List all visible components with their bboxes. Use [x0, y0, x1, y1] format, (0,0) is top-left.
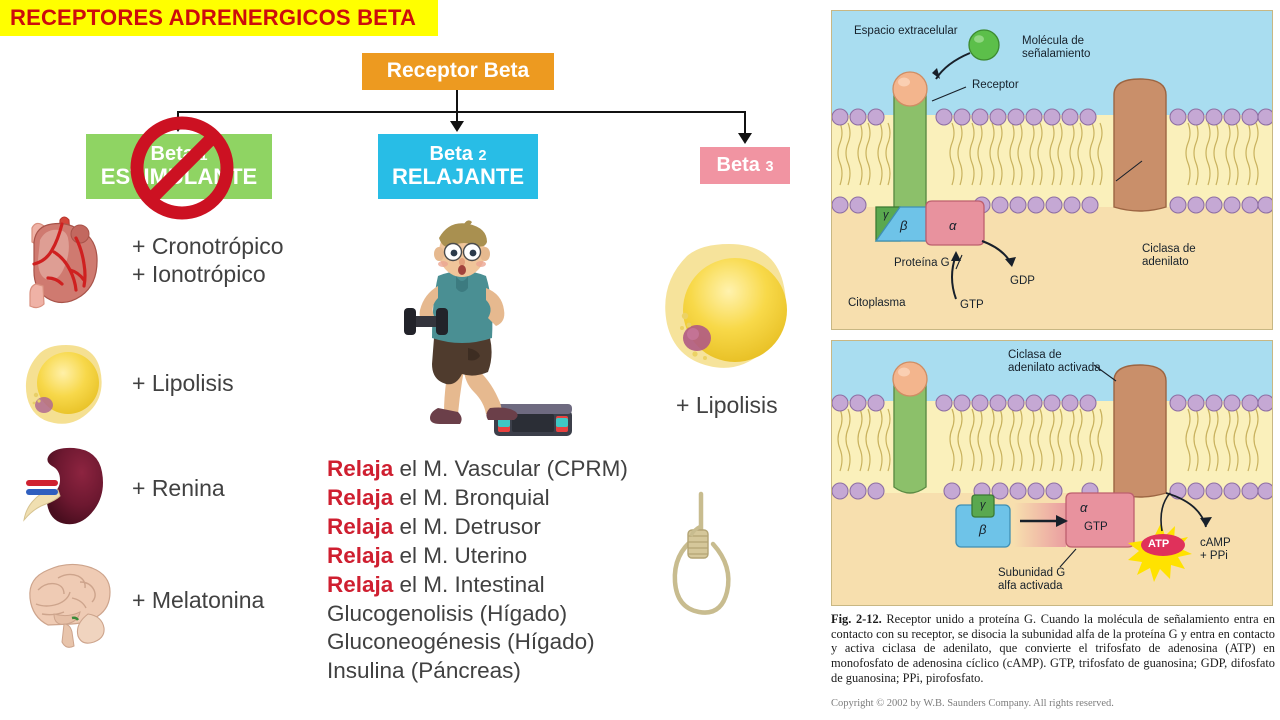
- list-item-text: el M. Uterino: [393, 542, 528, 568]
- beta3-effect-label: + Lipolisis: [676, 392, 778, 418]
- list-item-text: el M. Bronquial: [393, 484, 550, 510]
- effect-row-heart: + Cronotrópico + Ionotrópico: [14, 212, 284, 309]
- connector-horizontal-bus: [178, 111, 746, 113]
- list-item-keyword: Relaja: [327, 542, 394, 568]
- flow-node-beta2[interactable]: Beta 2 RELAJANTE: [378, 134, 538, 199]
- list-item: Relaja el M. Detrusor: [327, 513, 657, 542]
- list-item: Relaja el M. Bronquial: [327, 484, 657, 513]
- figure-label-alpha-subunit: α: [1080, 500, 1088, 515]
- list-item-keyword: Relaja: [327, 513, 394, 539]
- figure-panel-top: Espacio extracelular Molécula de señalam…: [831, 10, 1273, 330]
- textbook-figure: Espacio extracelular Molécula de señalam…: [827, 4, 1279, 718]
- figure-label-gtp: GTP: [960, 299, 984, 311]
- figure-label-beta-subunit: β: [979, 522, 987, 537]
- list-item: Glucogenolisis (Hígado): [327, 600, 657, 629]
- effect-row-fat-cell: + Lipolisis: [14, 335, 234, 431]
- noose-icon: [655, 491, 747, 620]
- list-item: Relaja el M. Uterino: [327, 542, 657, 571]
- figure-label-adenylate-cyclase-active: Ciclasa de adenilato activada: [1008, 349, 1101, 375]
- figure-label-g-alpha-activated: Subunidad G alfa activada: [998, 567, 1066, 593]
- effect-row-brain: + Melatonina: [14, 552, 264, 648]
- prohibition-no-entry-icon: [130, 116, 234, 220]
- flow-node-beta2-line1: Beta 2: [429, 143, 487, 166]
- slide-title-banner: RECEPTORES ADRENERGICOS BETA: [0, 0, 438, 36]
- beta2-effects-list: Relaja el M. Vascular (CPRM) Relaja el M…: [327, 455, 657, 686]
- effect-row-kidney: + Renina: [14, 440, 225, 536]
- figure-label-extracellular: Espacio extracelular: [854, 25, 958, 37]
- list-item: Insulina (Páncreas): [327, 657, 657, 686]
- figure-label-camp: cAMP + PPi: [1200, 537, 1231, 563]
- list-item-text: Gluconeogénesis (Hígado): [327, 629, 595, 655]
- effect-row-heart-labels: + Cronotrópico + Ionotrópico: [118, 232, 284, 288]
- flow-node-beta3[interactable]: Beta 3: [700, 147, 790, 184]
- list-item-text: el M. Intestinal: [393, 571, 545, 597]
- figure-label-alpha-subunit: α: [949, 218, 957, 233]
- kidney-organ-icon: [14, 440, 118, 536]
- list-item: Relaja el M. Intestinal: [327, 571, 657, 600]
- fat-cell-icon: [655, 238, 807, 390]
- effect-label: + Ionotrópico: [132, 261, 266, 287]
- list-item-keyword: Relaja: [327, 484, 394, 510]
- effect-label: + Cronotrópico: [132, 232, 284, 259]
- figure-label-cytoplasm: Citoplasma: [848, 297, 906, 309]
- figure-label-receptor: Receptor: [972, 79, 1019, 91]
- page-title: RECEPTORES ADRENERGICOS BETA: [10, 5, 417, 30]
- flow-node-beta3-line1: Beta 3: [716, 154, 774, 176]
- list-item-text: Glucogenolisis (Hígado): [327, 600, 568, 626]
- figure-label-signal-molecule: Molécula de señalamiento: [1022, 35, 1091, 61]
- list-item-text: Insulina (Páncreas): [327, 658, 521, 684]
- figure-label-gdp: GDP: [1010, 275, 1035, 287]
- list-item: Gluconeogénesis (Hígado): [327, 628, 657, 657]
- effect-row-kidney-labels: + Renina: [118, 474, 225, 502]
- figure-label-gamma-subunit: γ: [980, 499, 986, 511]
- connector-root-vertical: [456, 90, 458, 112]
- figure-copyright: Copyright © 2002 by W.B. Saunders Compan…: [831, 698, 1114, 709]
- flow-node-receptor-beta[interactable]: Receptor Beta: [362, 53, 554, 90]
- effect-row-fat-cell-labels: + Lipolisis: [118, 369, 234, 397]
- effect-label: + Renina: [132, 474, 225, 501]
- list-item-text: el M. Detrusor: [393, 513, 541, 539]
- flow-node-beta2-line2: RELAJANTE: [391, 164, 524, 190]
- heart-organ-icon: [14, 212, 118, 309]
- list-item-keyword: Relaja: [327, 456, 394, 481]
- list-item-text: el M. Vascular (CPRM): [393, 456, 628, 481]
- figure-label-beta-subunit: β: [900, 218, 908, 233]
- figure-label-adenylate-cyclase: Ciclasa de adenilato: [1142, 243, 1196, 269]
- fat-cell-icon: [14, 335, 118, 431]
- effect-label: + Lipolisis: [132, 369, 234, 396]
- athlete-exercising-icon: [398, 218, 574, 444]
- figure-caption-number: Fig. 2-12.: [831, 612, 882, 626]
- figure-caption: Fig. 2-12. Receptor unido a proteína G. …: [831, 612, 1275, 685]
- figure-label-atp: ATP: [1148, 538, 1170, 550]
- figure-label-gamma-subunit: γ: [883, 209, 889, 221]
- arrowhead-beta2-icon: [450, 121, 464, 132]
- effect-label: + Melatonina: [132, 586, 265, 613]
- figure-caption-body: Receptor unido a proteína G. Cuando la m…: [831, 612, 1275, 685]
- connector-drop-beta3: [744, 111, 746, 135]
- connector-drop-beta2: [456, 111, 458, 123]
- figure-label-g-protein: Proteína G: [894, 257, 950, 269]
- figure-label-gtp: GTP: [1084, 521, 1108, 533]
- list-item: Relaja el M. Vascular (CPRM): [327, 455, 657, 484]
- flow-node-receptor-beta-label: Receptor Beta: [386, 59, 530, 83]
- effect-row-brain-labels: + Melatonina: [118, 586, 264, 614]
- figure-panel-bottom: Ciclasa de adenilato activada γ β α GTP …: [831, 340, 1273, 606]
- arrowhead-beta3-icon: [738, 133, 752, 144]
- brain-organ-icon: [14, 552, 118, 648]
- list-item-keyword: Relaja: [327, 571, 394, 597]
